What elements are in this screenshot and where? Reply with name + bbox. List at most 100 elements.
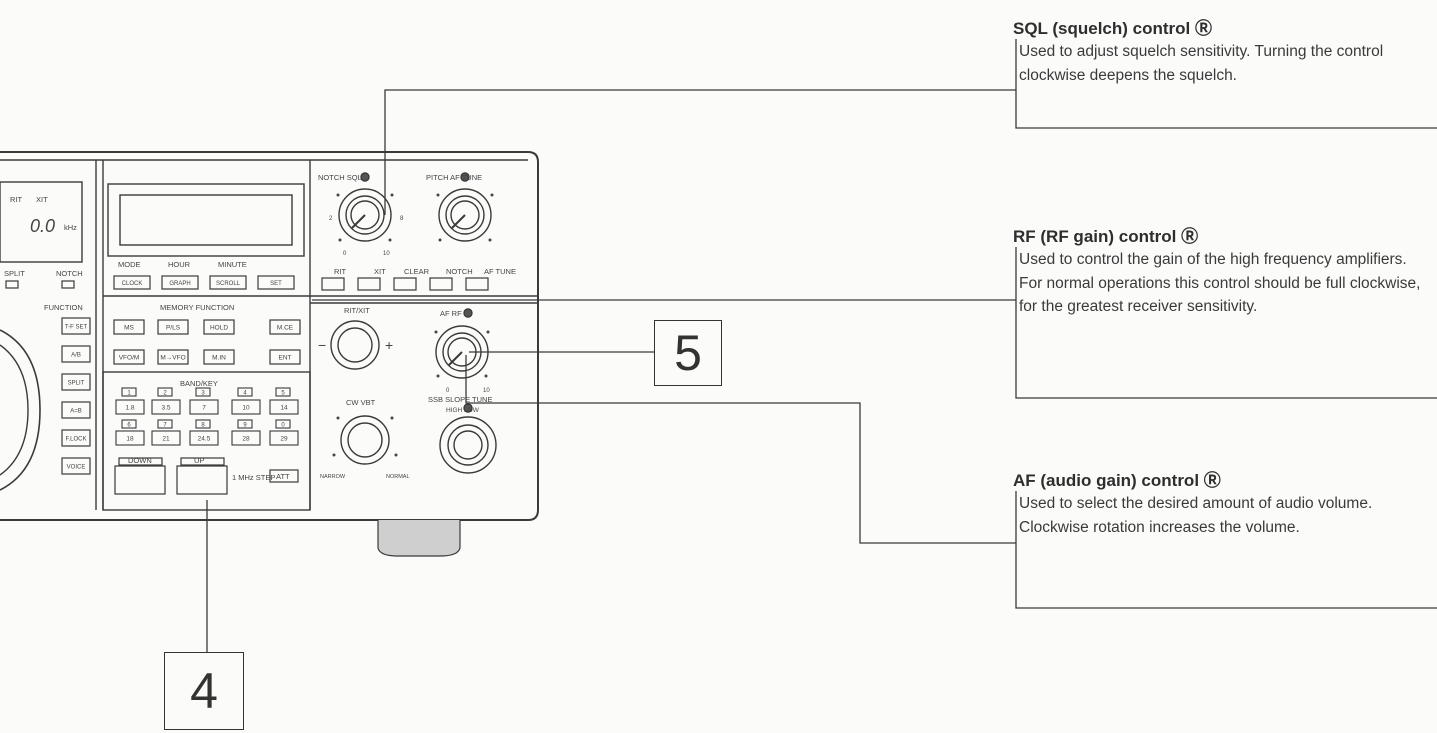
memory-title: MEMORY FUNCTION	[160, 303, 234, 312]
memory-button-r2-1-label: M→VFO	[160, 355, 185, 362]
rit-row-aftune: AF TUNE	[484, 267, 516, 276]
label-down: DOWN	[128, 456, 152, 465]
memory-button-r1-2[interactable]	[203, 319, 235, 335]
rf-callout-body: Used to control the gain of the high fre…	[1019, 251, 1421, 315]
memory-button-r2-3[interactable]	[269, 349, 301, 365]
band-digit-5[interactable]	[121, 419, 137, 429]
label-xit: XIT	[36, 195, 48, 204]
band-digit-2[interactable]	[195, 387, 211, 397]
function-button-4[interactable]	[61, 429, 91, 447]
rit-plus: +	[385, 337, 393, 353]
band-digit-1-label: 2	[163, 391, 167, 397]
label-notch-left: NOTCH	[56, 269, 83, 278]
left-display	[0, 181, 83, 263]
scale-min-af: 0	[446, 388, 450, 394]
mode-button-0-label: CLOCK	[122, 281, 143, 287]
band-button-r1-4[interactable]	[269, 399, 299, 415]
band-digit-7[interactable]	[195, 419, 211, 429]
band-button-r2-3[interactable]	[231, 430, 261, 446]
function-button-3[interactable]	[61, 401, 91, 419]
band-digit-8[interactable]	[237, 419, 253, 429]
rit-row-clear: CLEAR	[404, 267, 430, 276]
panel-foot	[377, 520, 461, 557]
label-rit: RIT	[10, 195, 23, 204]
function-button-5[interactable]	[61, 457, 91, 475]
pitch-af-tune-knob[interactable]	[438, 188, 492, 242]
memory-button-r1-2-label: HOLD	[210, 325, 228, 332]
memory-button-r1-1[interactable]	[157, 319, 189, 335]
mode-button-1[interactable]	[161, 275, 199, 290]
memory-button-r2-0[interactable]	[113, 349, 145, 365]
rf-callout: RF (RF gain) control Ⓡ Used to control t…	[1011, 222, 1431, 319]
rf-callout-title: RF (RF gain) control Ⓡ	[1011, 222, 1205, 247]
band-button-r2-2[interactable]	[189, 430, 219, 446]
mode-button-3-label: SET	[270, 281, 282, 287]
memory-button-r2-3-label: ENT	[279, 355, 292, 362]
band-digit-0[interactable]	[121, 387, 137, 397]
mode-button-3[interactable]	[257, 275, 295, 290]
sql-knob[interactable]	[338, 188, 392, 242]
label-hour: HOUR	[168, 260, 191, 269]
memory-button-r2-1[interactable]	[157, 349, 189, 365]
rit-xit-knob[interactable]	[330, 320, 380, 370]
band-button-r1-0[interactable]	[115, 399, 145, 415]
band-digit-3[interactable]	[237, 387, 253, 397]
memory-button-r1-3-label: M.CE	[277, 325, 294, 332]
band-digit-1[interactable]	[157, 387, 173, 397]
label-rit-xit: RIT/XIT	[344, 306, 370, 315]
label-af-rf: AF RF	[440, 309, 462, 318]
band-digit-4[interactable]	[275, 387, 291, 397]
memory-button-r1-0-label: MS	[124, 325, 134, 332]
band-button-r1-4-label: 14	[280, 405, 288, 412]
memory-button-r2-2-label: M.IN	[212, 355, 226, 362]
mode-button-0[interactable]	[113, 275, 151, 290]
rf-callout-frame	[1015, 240, 1437, 399]
sql-callout-body: Used to adjust squelch sensitivity. Turn…	[1019, 43, 1384, 84]
band-button-r2-4[interactable]	[269, 430, 299, 446]
scale-max-af: 10	[483, 388, 490, 394]
band-digit-5-label: 6	[127, 423, 131, 429]
band-button-r1-0-label: 1.8	[125, 405, 134, 412]
band-button-r1-3[interactable]	[231, 399, 261, 415]
band-digit-2-label: 3	[201, 391, 205, 397]
function-button-2[interactable]	[61, 373, 91, 391]
att-button[interactable]	[269, 469, 299, 483]
band-button-r2-0-label: 18	[126, 436, 134, 443]
function-button-5-label: VOICE	[67, 465, 86, 471]
down-button[interactable]	[114, 465, 166, 495]
function-button-1[interactable]	[61, 345, 91, 363]
af-callout: AF (audio gain) control Ⓡ Used to select…	[1011, 466, 1431, 539]
band-digit-8-label: 9	[243, 423, 247, 429]
label-minute: MINUTE	[218, 260, 247, 269]
band-button-r1-2[interactable]	[189, 399, 219, 415]
band-button-r2-1[interactable]	[151, 430, 181, 446]
function-button-4-label: F.LOCK	[65, 437, 86, 443]
sql-callout-title: SQL (squelch) control Ⓡ	[1011, 14, 1218, 39]
band-button-r1-1[interactable]	[151, 399, 181, 415]
band-button-r2-0[interactable]	[115, 430, 145, 446]
band-digit-6[interactable]	[157, 419, 173, 429]
function-button-0-label: T-F SET	[65, 325, 88, 331]
cw-vbt-knob[interactable]	[340, 415, 390, 465]
label-step: 1 MHz STEP	[232, 473, 275, 482]
band-button-r2-3-label: 28	[242, 436, 250, 443]
up-button[interactable]	[176, 465, 228, 495]
mode-button-2-label: SCROLL	[216, 281, 241, 287]
band-button-r1-2-label: 7	[202, 405, 206, 412]
band-button-r2-4-label: 29	[280, 436, 288, 443]
function-button-1-label: A/B	[71, 353, 81, 359]
band-digit-9[interactable]	[275, 419, 291, 429]
label-ssb-slope: SSB SLOPE TUNE	[428, 395, 492, 404]
function-button-2-label: SPLIT	[68, 381, 85, 387]
band-digit-3-label: 4	[243, 391, 247, 397]
label-up: UP	[194, 456, 204, 465]
memory-button-r1-0[interactable]	[113, 319, 145, 335]
mode-button-2[interactable]	[209, 275, 247, 290]
label-att: ATT	[276, 472, 290, 481]
band-digit-6-label: 7	[163, 423, 167, 429]
function-button-0[interactable]	[61, 317, 91, 335]
memory-button-r1-3[interactable]	[269, 319, 301, 335]
memory-button-r2-2[interactable]	[203, 349, 235, 365]
ssb-slope-tune-knob[interactable]	[439, 416, 497, 474]
sql-leader-line	[384, 89, 1016, 215]
